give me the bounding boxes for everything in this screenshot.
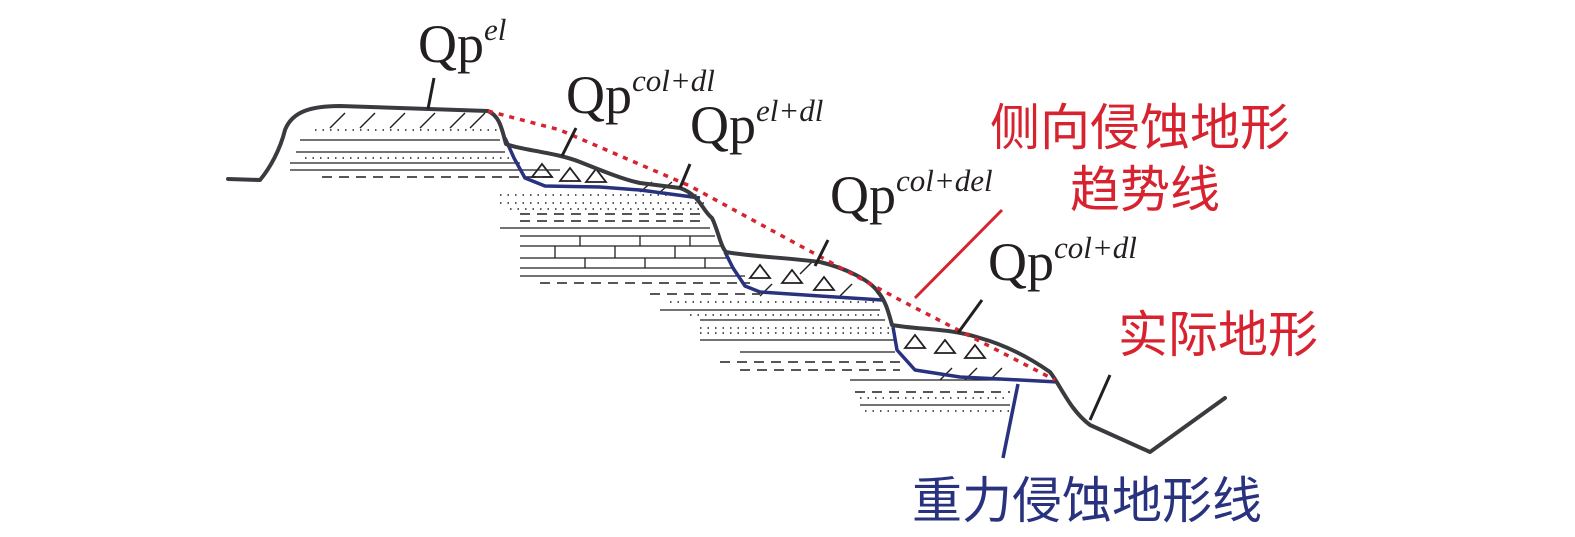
actual-terrain-profile [226, 104, 1227, 454]
gravity-erosion-terrain-line-middle [723, 251, 883, 302]
leader-qp-col-dl-1 [560, 127, 578, 157]
strata-dotted-lines [305, 129, 1015, 412]
label-qp-col-del: Qpcol+del [830, 163, 993, 225]
strata-dashed-lines [322, 176, 1010, 393]
gravity-erosion-terrain-line [503, 137, 701, 200]
colluvium-triangles [530, 162, 987, 359]
label-gravity-erosion-terrain-line: 重力侵蚀地形线 [912, 472, 1262, 530]
label-lateral-erosion-trend-line-1: 侧向侵蚀地形 [990, 99, 1290, 157]
gravity-erosion-terrain-line-lower [891, 326, 1059, 384]
label-qp-el: Qpel [418, 12, 506, 74]
label-qp-el-dl: Qpel+dl [690, 93, 823, 155]
leader-trend-line [913, 208, 1004, 300]
strata-solid-lines [290, 139, 1010, 406]
gravity-erosion-leader [1001, 383, 1020, 459]
leader-actual-terrain [1088, 374, 1112, 421]
leader-qp-col-dl-2 [956, 299, 984, 334]
label-actual-terrain: 实际地形 [1118, 306, 1318, 364]
leader-qp-el [426, 77, 436, 110]
label-qp-col-dl-1: Qpcol+dl [566, 63, 715, 125]
label-qp-col-dl-2: Qpcol+dl [988, 230, 1137, 292]
label-lateral-erosion-trend-line-2: 趋势线 [1070, 161, 1220, 219]
limestone-brick-pattern [554, 236, 706, 268]
leader-qp-col-del [813, 239, 830, 267]
leader-qp-el-dl [678, 163, 692, 189]
